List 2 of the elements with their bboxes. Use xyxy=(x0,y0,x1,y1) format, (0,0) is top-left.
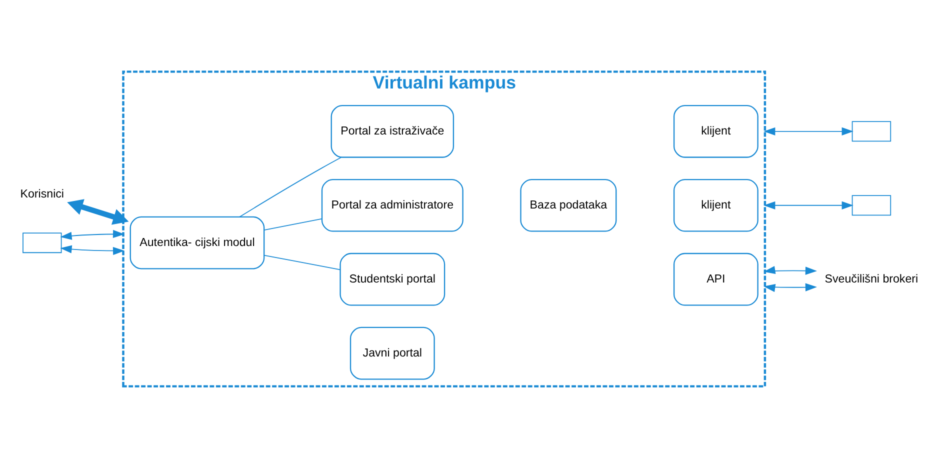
node-text: Sveučilišni brokeri xyxy=(824,273,918,286)
node-text: Korisnici xyxy=(20,188,64,201)
